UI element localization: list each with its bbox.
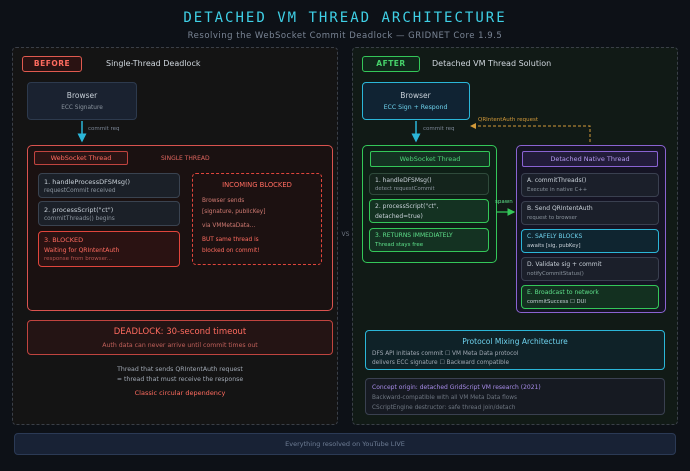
step-title: E. Broadcast to network	[527, 289, 599, 296]
before-tag: BEFORE	[22, 56, 82, 72]
origin-line: Backward-compatible with all VM Meta Dat…	[372, 395, 518, 401]
explain-emphasis: Classic circular dependency	[134, 389, 226, 397]
vs-label: VS	[341, 231, 350, 238]
websocket-thread-label-before: WebSocket Thread	[34, 151, 128, 165]
after-step-1: 1. handleDFSMsg() detect requestCommit	[369, 173, 489, 195]
incoming-line: BUT same thread is	[202, 237, 259, 243]
step-sub: awaits [sig, pubKey]	[527, 243, 581, 249]
before-step-2: 2. processScript("ct") commitThreads() b…	[38, 201, 180, 226]
browser-sub: ECC Sign + Respond	[383, 104, 448, 111]
page-subtitle: Resolving the WebSocket Commit Deadlock …	[187, 31, 503, 41]
commit-req-label-after: commit req	[423, 126, 455, 132]
explain-line: Thread that sends QRIntentAuth request	[117, 366, 243, 373]
step-sub: Execute in native C++	[527, 187, 588, 193]
native-step-a: A. commitThreads() Execute in native C++	[521, 173, 659, 197]
spawn-label: spawn	[495, 199, 513, 205]
origin-title: Concept origin: detached GridScript VM r…	[372, 384, 541, 391]
browser-box-before: Browser ECC Signature	[27, 82, 137, 120]
protocol-line: delivers ECC signature ☐ Backward compat…	[372, 360, 510, 366]
step-sub: commitSuccess ☐ DUI	[527, 299, 586, 305]
incoming-blocked-box: INCOMING BLOCKED Browser sends [signatur…	[192, 173, 322, 265]
native-step-e: E. Broadcast to network commitSuccess ☐ …	[521, 285, 659, 309]
step-sub: notifyCommitStatus()	[527, 271, 584, 277]
footer-banner: Everything resolved on YouTube LIVE	[14, 433, 676, 455]
step-sub: commitThreads() begins	[44, 216, 115, 222]
after-heading: Detached VM Thread Solution	[432, 59, 552, 68]
native-step-d: D. Validate sig + commit notifyCommitSta…	[521, 257, 659, 281]
step-title: 2. processScript("ct",	[375, 203, 439, 210]
incoming-line: blocked on commit!	[202, 248, 260, 254]
step-title: 1. handleProcessDFSMsg()	[44, 178, 131, 186]
step-title: C. SAFELY BLOCKS	[527, 233, 583, 240]
browser-label: Browser	[66, 91, 98, 100]
step-sub: detect requestCommit	[375, 186, 435, 192]
after-step-2: 2. processScript("ct", detached=true)	[369, 199, 489, 223]
browser-label: Browser	[400, 91, 431, 100]
browser-sub: ECC Signature	[61, 105, 103, 111]
incoming-line: [signature, publicKey]	[202, 209, 266, 215]
step-title: 3. BLOCKED	[44, 236, 84, 244]
deadlock-box: DEADLOCK: 30-second timeout Auth data ca…	[27, 320, 333, 355]
footer-text: Everything resolved on YouTube LIVE	[285, 440, 405, 448]
step-title: A. commitThreads()	[527, 177, 587, 184]
explain-line: = thread that must receive the response	[116, 376, 244, 383]
step-title: B. Send QRIntentAuth	[527, 205, 593, 212]
native-step-c: C. SAFELY BLOCKS awaits [sig, pubKey]	[521, 229, 659, 253]
before-heading: Single-Thread Deadlock	[106, 59, 201, 68]
incoming-title: INCOMING BLOCKED	[222, 181, 292, 189]
concept-origin-box: Concept origin: detached GridScript VM r…	[365, 378, 665, 415]
deadlock-title: DEADLOCK: 30-second timeout	[113, 327, 247, 337]
step-title: D. Validate sig + commit	[527, 261, 602, 268]
websocket-thread-label-after: WebSocket Thread	[370, 151, 490, 167]
after-tag: AFTER	[362, 56, 420, 72]
step-sub: response from browser...	[44, 256, 113, 262]
step-title: 2. processScript("ct")	[44, 206, 114, 214]
step-title: 3. RETURNS IMMEDIATELY	[375, 232, 453, 239]
step-sub: Thread stays free	[375, 242, 424, 248]
step-title: 1. handleDFSMsg()	[375, 177, 432, 184]
commit-req-label-before: commit req	[88, 126, 120, 132]
origin-line: CScriptEngine destructor: safe thread jo…	[372, 405, 516, 411]
protocol-line: DFS API initiates commit ☐ VM Meta Data …	[372, 351, 519, 357]
step-sub: request to browser	[527, 215, 578, 221]
step-sub: Waiting for QRIntentAuth	[44, 247, 120, 254]
qrintentauth-label: QRIntentAuth request	[478, 117, 538, 123]
step-sub: detached=true)	[375, 213, 423, 220]
before-step-1: 1. handleProcessDFSMsg() requestCommit r…	[38, 173, 180, 198]
after-step-3: 3. RETURNS IMMEDIATELY Thread stays free	[369, 228, 489, 252]
incoming-line: Browser sends	[202, 198, 245, 204]
before-step-3-blocked: 3. BLOCKED Waiting for QRIntentAuth resp…	[38, 231, 180, 267]
protocol-title: Protocol Mixing Architecture	[462, 337, 568, 346]
protocol-mixing-box: Protocol Mixing Architecture DFS API ini…	[365, 330, 665, 370]
step-sub: requestCommit received	[44, 188, 116, 194]
browser-box-after: Browser ECC Sign + Respond	[362, 82, 470, 120]
native-thread-label: Detached Native Thread	[522, 151, 658, 167]
native-step-b: B. Send QRIntentAuth request to browser	[521, 201, 659, 225]
incoming-line: via VMMetaData...	[202, 223, 256, 229]
single-thread-label: SINGLE THREAD	[161, 155, 210, 162]
deadlock-sub: Auth data can never arrive until commit …	[102, 342, 258, 349]
page-title: DETACHED VM THREAD ARCHITECTURE	[183, 10, 507, 26]
